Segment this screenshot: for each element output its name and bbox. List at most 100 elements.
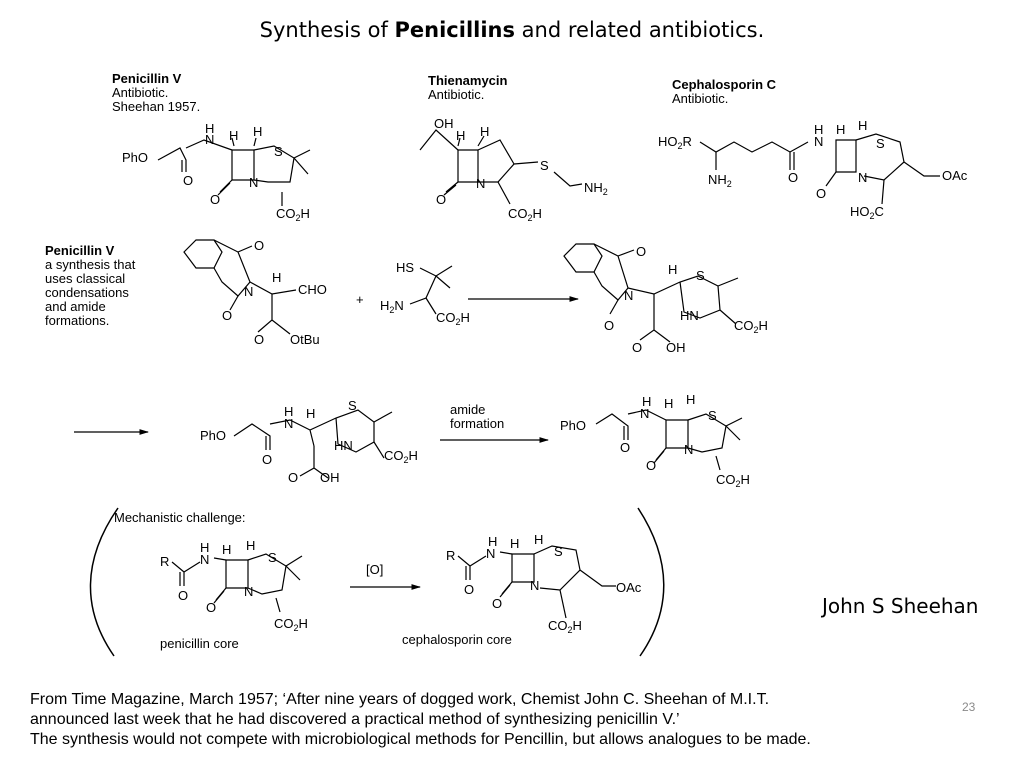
mechanism-heading: Mechanistic challenge: (114, 510, 246, 525)
penicillamine-atoms: HS H2N CO2H (380, 260, 470, 327)
atom-label: H (284, 404, 293, 419)
cephalosporin-c-label: Cephalosporin C Antibiotic. (672, 78, 776, 106)
atom-label: H (272, 270, 281, 285)
atom-label: R (160, 554, 169, 569)
atom-label: S (696, 268, 705, 283)
atom-label: S (540, 158, 549, 173)
atom-label: R (446, 548, 455, 563)
penicillin-core-caption: penicillin core (160, 636, 239, 651)
quote-line: From Time Magazine, March 1957; ‘After n… (30, 691, 770, 708)
atom-label: N (244, 284, 253, 299)
quote-line: announced last week that he had discover… (30, 711, 680, 728)
left-parenthesis (89, 507, 119, 657)
synthesis-line: and amide (45, 299, 106, 314)
atom-label: HS (396, 260, 414, 275)
atom-label: S (268, 550, 277, 565)
atom-label: H (510, 536, 519, 551)
title-bold: Penicillins (394, 18, 515, 42)
atom-label: H (222, 542, 231, 557)
atom-label: NH2 (584, 180, 608, 197)
atom-label: O (492, 596, 502, 611)
atom-label: S (274, 144, 283, 159)
thienamycin-label: Thienamycin Antibiotic. (428, 74, 507, 102)
atom-label: OAc (942, 168, 968, 183)
atom-label: CHO (298, 282, 327, 297)
atom-label: N (284, 416, 293, 431)
arrow-label: formation (450, 416, 504, 431)
synthesis-name: Penicillin V (45, 243, 115, 258)
atom-label: HN (680, 308, 699, 323)
phthalimide-aldehyde-structure (183, 239, 297, 335)
atom-label: O (254, 332, 264, 347)
penicillin-v-label: Penicillin V Antibiotic. Sheehan 1957. (112, 72, 200, 114)
atom-label: N (640, 406, 649, 421)
arrow-label: amide (450, 402, 485, 417)
thienamycin-desc: Antibiotic. (428, 87, 485, 102)
synthesis-line: a synthesis that (45, 257, 136, 272)
synthesis-line: formations. (45, 313, 110, 328)
atom-label: O (604, 318, 614, 333)
reagent-label: [O] (366, 562, 383, 577)
atom-label: H (253, 124, 262, 139)
atom-label: S (708, 408, 717, 423)
atom-label: N (476, 176, 485, 191)
cephalosporin-c-structure (699, 133, 940, 205)
acylated-intermediate-structure (233, 409, 393, 479)
atom-label: N (684, 442, 693, 457)
atom-label: O (816, 186, 826, 201)
atom-label: OH (320, 470, 340, 485)
cephalosporin-c-desc: Antibiotic. (672, 91, 729, 106)
atom-label: O (620, 440, 630, 455)
atom-label: O (646, 458, 656, 473)
atom-label: O (222, 308, 232, 323)
atom-label: HO2C (850, 204, 884, 221)
atom-label: S (348, 398, 357, 413)
title-prefix: Synthesis of (259, 18, 395, 42)
cephalosporin-c-atoms: HO2R NH2 O N H H H S N O OAc HO2C (658, 118, 968, 221)
author-name: John S Sheehan (822, 594, 979, 618)
atom-label: H (456, 128, 465, 143)
atom-label: H2N (380, 298, 404, 315)
atom-label: N (624, 288, 633, 303)
atom-label: N (814, 134, 823, 149)
quote-block: From Time Magazine, March 1957; ‘After n… (30, 690, 1015, 750)
atom-label: N (486, 546, 495, 561)
thiazolidine-intermediate-atoms: O N O H S HN CO2H O OH (604, 244, 768, 355)
penicillin-v-product-atoms: PhO O H N H H S N O CO2H (560, 392, 750, 489)
atom-label: O (183, 173, 193, 188)
atom-label: PhO (200, 428, 226, 443)
atom-label: OtBu (290, 332, 320, 347)
atom-label: CO2H (734, 318, 768, 335)
atom-label: O (288, 470, 298, 485)
atom-label: HO2R (658, 134, 692, 151)
penicillin-v-name: Penicillin V (112, 71, 182, 86)
acylated-intermediate-atoms: PhO O H N H S HN CO2H O OH (200, 398, 418, 485)
title-suffix: and related antibiotics. (515, 18, 765, 42)
slide-title: Synthesis of Penicillins and related ant… (0, 18, 1024, 42)
penicillamine-structure (409, 265, 453, 315)
phthalimide-aldehyde-atoms: O N O H CHO O OtBu (222, 238, 327, 347)
cephalosporin-core-atoms: R O H N H H S N O OAc CO2H (446, 532, 642, 635)
atom-label: O (636, 244, 646, 259)
atom-label: H (534, 532, 543, 547)
atom-label: O (178, 588, 188, 603)
atom-label: H (246, 538, 255, 553)
atom-label: CO2H (436, 310, 470, 327)
synthesis-line: uses classical (45, 271, 126, 286)
cephalosporin-core-caption: cephalosporin core (402, 632, 512, 647)
penicillin-v-product-structure (595, 409, 743, 471)
atom-label: CO2H (384, 448, 418, 465)
atom-label: O (436, 192, 446, 207)
atom-label: HN (334, 438, 353, 453)
thienamycin-structure (419, 129, 583, 205)
atom-label: H (858, 118, 867, 133)
penicillin-v-atoms: PhO O N H H H S N O CO2H (122, 121, 310, 223)
atom-label: N (244, 584, 253, 599)
atom-label: N (249, 175, 258, 190)
atom-label: O (262, 452, 272, 467)
atom-label: H (488, 534, 497, 549)
thiazolidine-intermediate-structure (563, 243, 739, 343)
atom-label: H (229, 128, 238, 143)
